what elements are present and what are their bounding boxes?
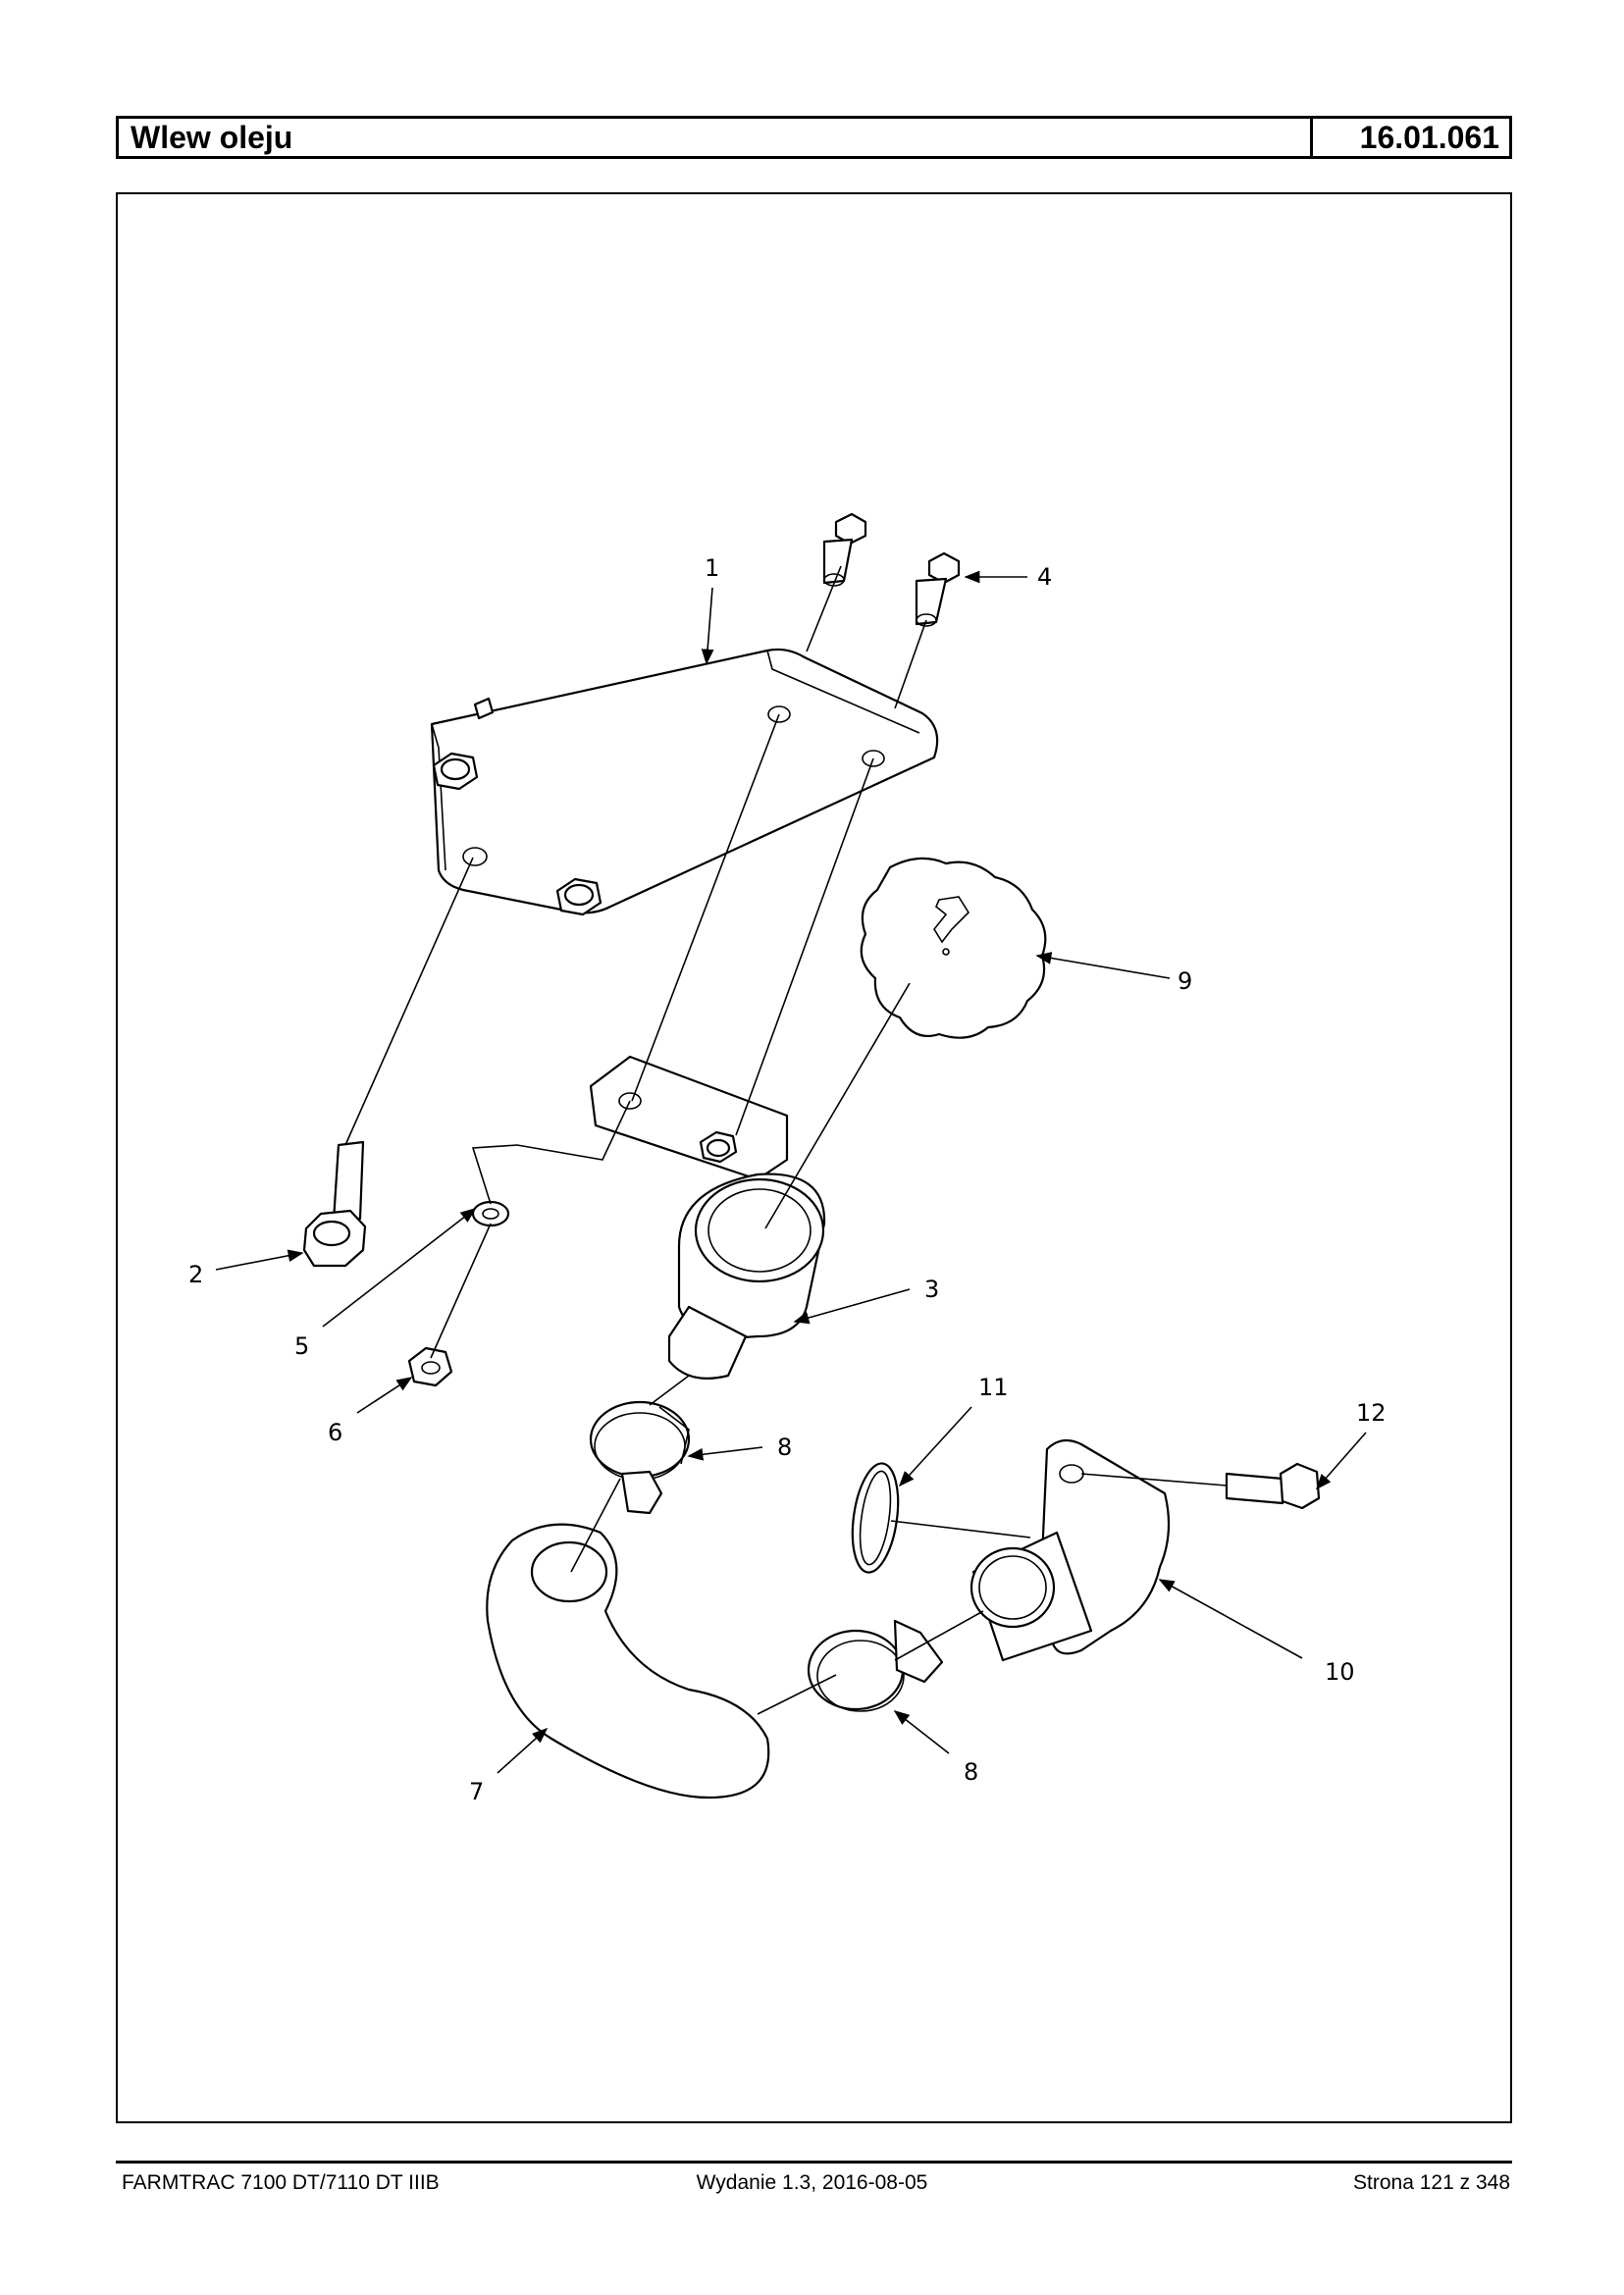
part-9-cap	[860, 857, 1047, 1039]
callout-5: 5	[294, 1332, 309, 1360]
callout-6: 6	[328, 1419, 342, 1446]
part-5-washer	[471, 1200, 510, 1227]
part-4-bolts	[822, 512, 961, 627]
callout-8-upper: 8	[777, 1434, 792, 1461]
callout-11: 11	[978, 1374, 1009, 1401]
assembly-lines	[344, 565, 1228, 1715]
callout-1: 1	[705, 554, 719, 582]
callout-4: 4	[1037, 563, 1052, 591]
callout-8-lower: 8	[964, 1758, 978, 1786]
part-10-housing	[969, 1438, 1171, 1662]
callout-12: 12	[1356, 1399, 1387, 1427]
section-title: Wlew oleju	[119, 119, 1313, 156]
footer-page-number: Strona 121 z 348	[1353, 2171, 1510, 2194]
exploded-parts-diagram: 1 2 3 4 5 6 7 8 8 9 10 11 12	[188, 512, 1387, 1805]
part-6-nut	[407, 1346, 453, 1387]
callout-3: 3	[924, 1276, 939, 1303]
callout-9: 9	[1178, 967, 1192, 995]
footer-model: FARMTRAC 7100 DT/7110 DT IIIB	[122, 2171, 440, 2194]
footer-rule	[116, 2161, 1512, 2164]
callout-7: 7	[469, 1778, 484, 1805]
part-8-clamp-upper	[589, 1400, 691, 1515]
leader-arrows	[215, 570, 1367, 1774]
callout-10: 10	[1325, 1658, 1355, 1686]
part-11-o-ring	[851, 1462, 900, 1574]
exploded-diagram-frame: 1 2 3 4 5 6 7 8 8 9 10 11 12	[116, 192, 1512, 2123]
part-7-hose	[486, 1523, 770, 1799]
bracket	[589, 1055, 789, 1181]
callout-labels: 1 2 3 4 5 6 7 8 8 9 10 11 12	[188, 554, 1387, 1805]
section-code: 16.01.061	[1359, 120, 1499, 155]
footer-edition: Wydanie 1.3, 2016-08-05	[696, 2171, 928, 2194]
callout-2: 2	[188, 1261, 203, 1288]
part-1-plate	[430, 648, 939, 916]
page-header: Wlew oleju 16.01.061	[116, 116, 1512, 159]
part-3-filler-neck	[667, 1173, 826, 1380]
part-12-bolt	[1225, 1462, 1321, 1510]
part-8-clamp-lower	[807, 1619, 944, 1712]
part-2-bolt	[302, 1140, 367, 1268]
